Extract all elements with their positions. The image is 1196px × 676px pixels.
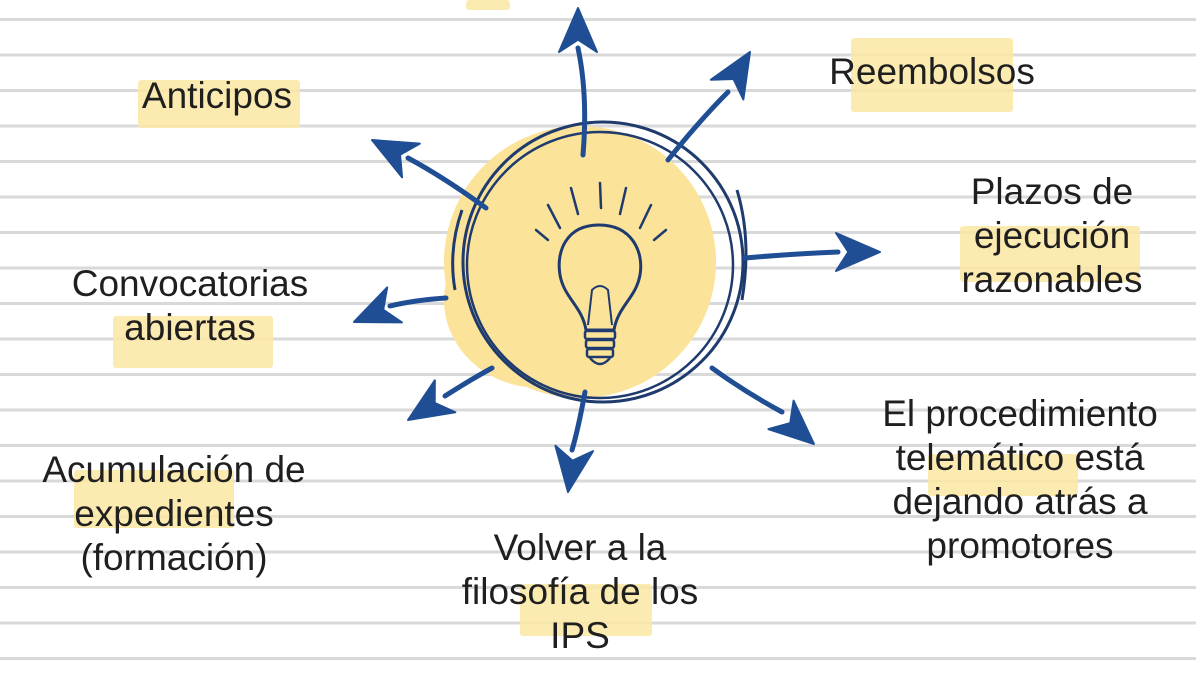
bulb-filament [587,285,613,326]
arrow-right [742,232,881,272]
arrow-shaft [665,89,731,163]
arrow-head [709,51,751,101]
arrow-up [558,7,598,158]
highlight-mark [928,454,1078,496]
label-line: filosofía de los [461,571,699,612]
arrows-group [353,7,881,493]
arrow-shaft [405,155,489,211]
idea-label-acumulacion: Acumulación de expedientes (formación) [6,448,342,580]
arrow-head [835,232,881,272]
idea-label-reembolsos: Reembolsos [813,50,1051,94]
label-line: expedientes [74,493,274,534]
label-line: razonables [961,259,1143,300]
arrow-head [558,7,598,53]
arrow-head [767,399,815,445]
label-line: Volver a la [493,527,667,568]
sketch-stroke [451,209,464,291]
idea-label-anticipos: Anticipos [117,74,317,118]
arrow-shaft [742,249,841,261]
label-line: ejecución [973,215,1131,256]
arrow-upper-left [371,139,489,211]
arrow-shaft [387,295,449,309]
arrow-head [371,139,421,179]
arrow-left [353,286,449,324]
arrow-shaft [709,365,785,415]
highlight-mark [960,226,1140,282]
idea-label-convocatorias: Convocatorias abiertas [40,262,340,350]
arrow-lower-left [407,365,495,421]
sun-outline [465,130,735,400]
arrow-up-right [665,51,751,163]
arrow-head [554,444,595,493]
sun-outline [461,120,745,404]
label-line: El procedimiento [882,393,1158,434]
label-line: Plazos de [970,171,1134,212]
highlight-mark [74,470,234,528]
label-line: promotores [926,525,1114,566]
highlight-mark [466,0,510,10]
sketch-stroke [735,189,748,301]
arrow-shaft [442,365,495,399]
highlight-mark [520,584,652,636]
idea-label-telematico: El procedimiento telemático está dejando… [850,392,1190,568]
bulb-base [583,329,617,366]
label-line: abiertas [124,307,256,348]
arrow-shaft [575,45,588,158]
lightbulb-icon [444,120,748,404]
arrow-head [353,286,403,324]
arrow-lower-right [709,365,815,445]
label-line: (formación) [80,537,268,578]
label-line: Acumulación de [42,449,306,490]
highlight-mark [851,38,1013,112]
highlight-mark [138,80,300,128]
label-line: Convocatorias [71,263,309,304]
label-line: Anticipos [141,75,293,116]
arrow-head [407,379,457,421]
label-line: Reembolsos [829,51,1035,92]
arrow-down [554,389,595,493]
label-line: telemático está [895,437,1145,478]
bulb-rays [534,181,668,242]
highlight-mark [113,316,273,368]
label-line: dejando atrás a [892,481,1148,522]
label-line: IPS [550,615,610,656]
arrow-shaft [569,389,588,453]
idea-label-volver: Volver a la filosofía de los IPS [420,526,740,658]
idea-label-plazos: Plazos de ejecución razonables [922,170,1182,302]
